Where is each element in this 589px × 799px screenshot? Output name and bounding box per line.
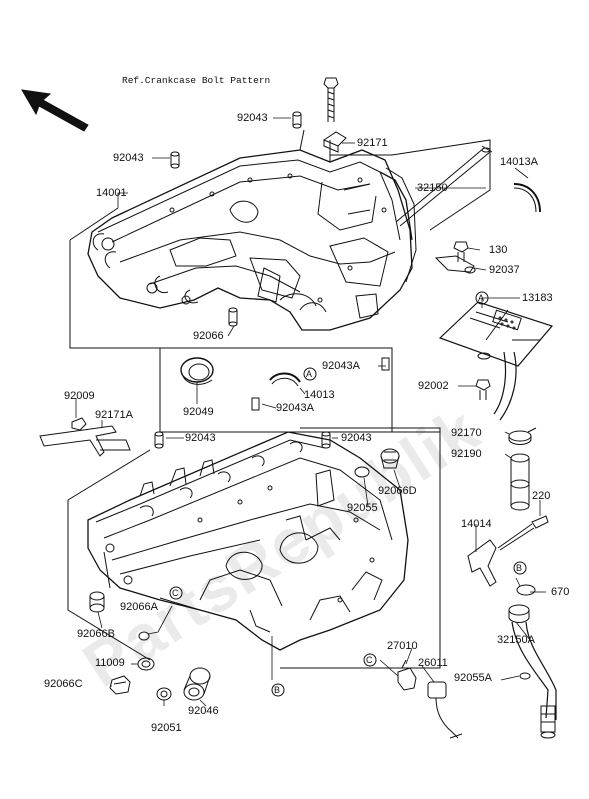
plug-92066A xyxy=(138,631,150,641)
part-label-26011[interactable]: 26011 xyxy=(418,657,448,669)
marker-b-right[interactable]: B xyxy=(516,563,523,573)
dowel-pin-92043-lower-left xyxy=(154,431,164,449)
plug-92066D xyxy=(380,448,400,469)
part-label-92043-lower-right[interactable]: 92043 xyxy=(341,432,372,444)
part-label-92171A[interactable]: 92171A xyxy=(95,409,133,421)
part-label-92066D[interactable]: 92066D xyxy=(378,485,417,497)
part-label-27010[interactable]: 27010 xyxy=(387,640,418,652)
part-label-14013A[interactable]: 14013A xyxy=(500,156,538,168)
part-label-92043-top[interactable]: 92043 xyxy=(237,112,268,124)
switch-27010 xyxy=(397,659,417,691)
bolt-crankcase-pattern xyxy=(323,77,339,122)
part-label-92002[interactable]: 92002 xyxy=(418,380,449,392)
cover-14013A xyxy=(513,183,541,213)
bracket-92037 xyxy=(434,255,476,274)
part-label-92066B[interactable]: 92066B xyxy=(77,628,115,640)
upper-crankcase xyxy=(87,129,417,331)
marker-b-bottom[interactable]: B xyxy=(274,685,281,695)
front-direction-arrow-icon xyxy=(21,89,89,132)
part-label-92049[interactable]: 92049 xyxy=(183,406,214,418)
dowel-pin-92043A-mid xyxy=(381,357,390,371)
ring-92051 xyxy=(156,687,172,701)
part-label-220[interactable]: 220 xyxy=(532,490,551,502)
dowel-pin-92043A-low xyxy=(251,397,260,411)
oil-seal-92049 xyxy=(180,357,214,385)
bracket-14014 xyxy=(467,539,497,587)
part-label-92171[interactable]: 92171 xyxy=(357,137,388,149)
gasket-11009 xyxy=(137,657,155,671)
leader-lines xyxy=(75,117,546,707)
part-label-92190[interactable]: 92190 xyxy=(451,448,482,460)
hose-92190 xyxy=(510,453,530,511)
o-ring-92055 xyxy=(354,466,370,478)
bolt-92009 xyxy=(71,417,87,431)
part-label-670[interactable]: 670 xyxy=(551,586,570,598)
part-label-92066C[interactable]: 92066C xyxy=(44,678,83,690)
o-ring-670 xyxy=(516,584,536,596)
part-label-14013[interactable]: 14013 xyxy=(304,389,335,401)
part-label-92046[interactable]: 92046 xyxy=(188,705,219,717)
clamp-92170 xyxy=(508,427,537,445)
dowel-pin-92043-top xyxy=(292,111,302,129)
lower-crankcase xyxy=(87,431,409,651)
part-label-92043-left[interactable]: 92043 xyxy=(113,152,144,164)
part-label-11009[interactable]: 11009 xyxy=(95,657,125,669)
bolt-220 xyxy=(497,515,549,551)
reference-markers xyxy=(169,291,527,697)
part-label-92055A[interactable]: 92055A xyxy=(454,672,492,684)
plug-92066 xyxy=(228,307,238,327)
marker-c-mid[interactable]: C xyxy=(172,588,179,598)
reference-note: Ref.Crankcase Bolt Pattern xyxy=(122,75,271,86)
part-label-92051[interactable]: 92051 xyxy=(151,722,182,734)
bolt-92002 xyxy=(475,379,491,400)
marker-a-mid[interactable]: A xyxy=(306,369,313,379)
clamp-92171 xyxy=(322,131,347,153)
part-label-92066A[interactable]: 92066A xyxy=(120,601,158,613)
lower-kit-frame xyxy=(67,427,441,669)
part-label-92037[interactable]: 92037 xyxy=(489,264,520,276)
pipe-32150A xyxy=(508,604,557,739)
dowel-pin-92043-left xyxy=(170,151,180,169)
part-label-32150[interactable]: 32150 xyxy=(417,182,448,194)
part-label-92170[interactable]: 92170 xyxy=(451,427,482,439)
plug-92066C xyxy=(109,675,131,695)
part-label-14001[interactable]: 14001 xyxy=(96,187,127,199)
marker-c-bottom[interactable]: C xyxy=(366,655,373,665)
part-label-92043A-mid[interactable]: 92043A xyxy=(322,360,360,372)
plug-92066B xyxy=(89,591,105,613)
marker-a-top[interactable]: A xyxy=(478,293,485,303)
bracket-92171A xyxy=(39,425,131,457)
rod-32150 xyxy=(395,145,493,227)
dowel-pin-92043-lower-right xyxy=(321,431,331,449)
plate-13183 xyxy=(438,301,554,421)
part-label-92043-lower-left[interactable]: 92043 xyxy=(185,432,216,444)
part-label-92009[interactable]: 92009 xyxy=(64,390,95,402)
part-label-92055[interactable]: 92055 xyxy=(347,502,378,514)
part-label-14014[interactable]: 14014 xyxy=(461,518,492,530)
bearing-92046 xyxy=(183,667,211,701)
part-label-130[interactable]: 130 xyxy=(489,244,508,256)
part-label-13183[interactable]: 13183 xyxy=(522,292,553,304)
lead-26011 xyxy=(427,681,463,739)
part-label-92066[interactable]: 92066 xyxy=(193,330,224,342)
cover-14013 xyxy=(269,372,301,387)
part-label-92043A-low[interactable]: 92043A xyxy=(276,402,314,414)
o-ring-92055A xyxy=(519,672,531,680)
part-label-32150A[interactable]: 32150A xyxy=(497,634,535,646)
